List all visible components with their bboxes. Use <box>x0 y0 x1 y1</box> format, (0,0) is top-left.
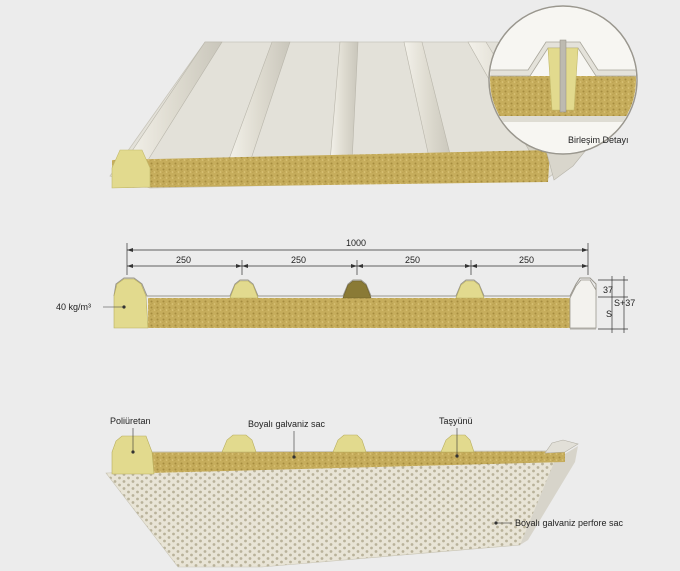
label-perfore-sac: Boyalı galvaniz perfore sac <box>515 518 624 528</box>
bottom-panel-wool-edge <box>112 451 565 474</box>
dim-arrows <box>127 248 588 268</box>
dim-segment-4-label: 250 <box>519 255 534 265</box>
dim-segment-1-label: 250 <box>176 255 191 265</box>
density-label: 40 kg/m³ <box>56 302 91 312</box>
label-poliuretan: Poliüretan <box>110 416 151 426</box>
perforated-sheet <box>105 457 576 568</box>
top-panel-wool-edge <box>112 150 550 188</box>
section-wool-core <box>148 298 570 328</box>
bottom-panel-3d <box>105 434 579 568</box>
bottom-panel-pu-ribs <box>111 434 475 475</box>
label-tasyunu: Taşyünü <box>439 416 473 426</box>
cross-section: 1000 250 250 250 250 40 kg/m³ <box>56 238 635 333</box>
dim-segment-2-label: 250 <box>291 255 306 265</box>
dim-rib-label: 37 <box>603 285 613 295</box>
label-boyali-galvaniz-sac: Boyalı galvaniz sac <box>248 419 326 429</box>
dim-total-label: 1000 <box>346 238 366 248</box>
dim-segment-3-label: 250 <box>405 255 420 265</box>
joint-detail-caption: Birleşim Detayı <box>568 135 629 145</box>
dim-ticks <box>126 243 589 275</box>
dim-total-thickness-label: S+37 <box>614 298 635 308</box>
dim-core-label: S <box>606 309 612 319</box>
joint-detail-inset <box>488 5 638 155</box>
top-panel-pu-rib <box>111 149 151 189</box>
section-pu-ribs <box>113 278 485 329</box>
thickness-dims <box>598 276 628 333</box>
